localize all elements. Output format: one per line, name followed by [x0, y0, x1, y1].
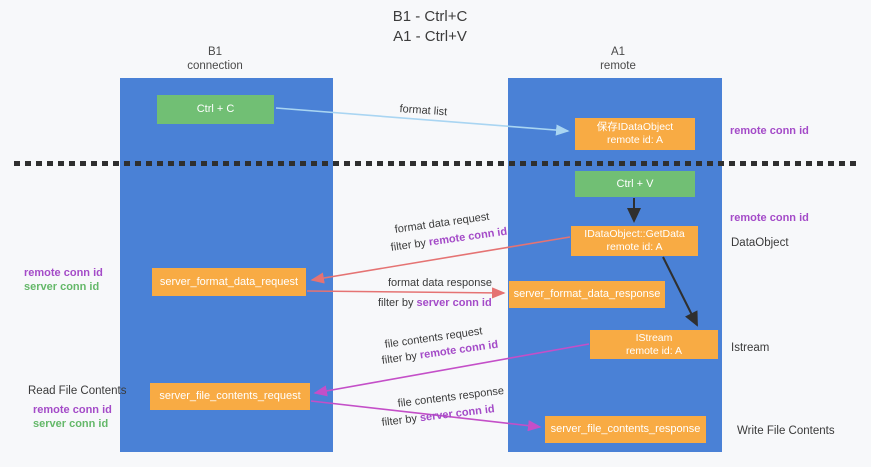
node-server-file-contents-response: server_file_contents_response	[545, 416, 706, 443]
filter-by-text: filter by	[381, 349, 421, 367]
label-read-file-contents: Read File Contents	[28, 384, 126, 398]
node-server-format-data-request: server_format_data_request	[152, 268, 306, 296]
label-istream: Istream	[731, 341, 769, 355]
filter-server-conn-id: server conn id	[419, 403, 496, 425]
node-istream-line2: remote id: A	[625, 344, 683, 357]
filter-by-text: filter by	[378, 297, 417, 309]
node-getdata-line2: remote id: A	[606, 241, 663, 253]
node-idataobject-getdata: IDataObject::GetData remote id: A	[571, 226, 698, 256]
remote-conn-id-text: remote conn id	[33, 404, 112, 416]
column-header-a1: A1 remote	[558, 45, 678, 73]
flow-label-format-data-response: format data response	[388, 277, 492, 289]
arrow-format-data-response	[306, 287, 506, 299]
node-server-format-data-request-label: server_format_data_request	[159, 275, 299, 288]
node-istream: IStream remote id: A	[590, 330, 718, 359]
node-server-file-contents-request: server_file_contents_request	[150, 383, 310, 410]
label-remote-conn-id-mid: remote conn id	[730, 211, 809, 225]
remote-conn-id-text: remote conn id	[24, 267, 103, 279]
phase-separator-dashed-line	[14, 161, 856, 166]
node-server-format-data-response: server_format_data_response	[509, 281, 665, 308]
title-line-2: A1 - Ctrl+V	[393, 28, 467, 45]
istream-text: Istream	[731, 342, 770, 354]
server-conn-id-text: server conn id	[24, 281, 100, 293]
node-save-idataobject-line2: remote id: A	[606, 134, 664, 146]
column-a1-name: A1	[610, 46, 626, 58]
node-istream-line1: IStream	[635, 331, 673, 344]
label-dataobject: DataObject	[731, 236, 789, 250]
node-ctrl-v: Ctrl + V	[575, 171, 695, 197]
label-write-file-contents: Write File Contents	[737, 424, 835, 438]
page-title: B1 - Ctrl+C A1 - Ctrl+V	[330, 7, 530, 47]
dataobject-text: DataObject	[731, 237, 789, 249]
node-ctrl-v-label: Ctrl + V	[616, 177, 654, 190]
node-server-format-data-response-label: server_format_data_response	[513, 288, 661, 300]
column-b1-role: connection	[187, 60, 243, 72]
filter-server-conn-id: server conn id	[416, 297, 492, 309]
label-conn-ids-file: remote conn id server conn id	[33, 403, 112, 431]
flow-label-format-list: format list	[399, 103, 448, 119]
filter-by-text: filter by	[390, 236, 430, 254]
node-ctrl-c-label: Ctrl + C	[196, 103, 235, 115]
label-remote-conn-id-top: remote conn id	[730, 124, 809, 138]
filter-by-text: filter by	[381, 412, 421, 429]
node-server-file-contents-response-label: server_file_contents_response	[550, 423, 701, 435]
node-getdata-line1: IDataObject::GetData	[584, 228, 685, 240]
remote-conn-id-text: remote conn id	[730, 212, 809, 224]
node-save-idataobject: 保存IDataObject remote id: A	[575, 118, 695, 150]
node-save-idataobject-line1: 保存IDataObject	[596, 121, 674, 133]
node-ctrl-c: Ctrl + C	[157, 95, 274, 124]
remote-conn-id-text: remote conn id	[730, 125, 809, 137]
flow-label-filter-server-1: filter by server conn id	[378, 297, 492, 309]
write-file-contents-text: Write File Contents	[737, 425, 835, 437]
column-header-b1: B1 connection	[155, 45, 275, 73]
server-conn-id-text: server conn id	[33, 418, 109, 430]
column-b1-name: B1	[207, 46, 223, 58]
column-a1-role: remote	[600, 60, 636, 72]
read-file-contents-text: Read File Contents	[28, 385, 127, 397]
label-conn-ids-format: remote conn id server conn id	[24, 266, 103, 294]
node-server-file-contents-request-label: server_file_contents_request	[159, 390, 301, 402]
title-line-1: B1 - Ctrl+C	[392, 8, 468, 25]
